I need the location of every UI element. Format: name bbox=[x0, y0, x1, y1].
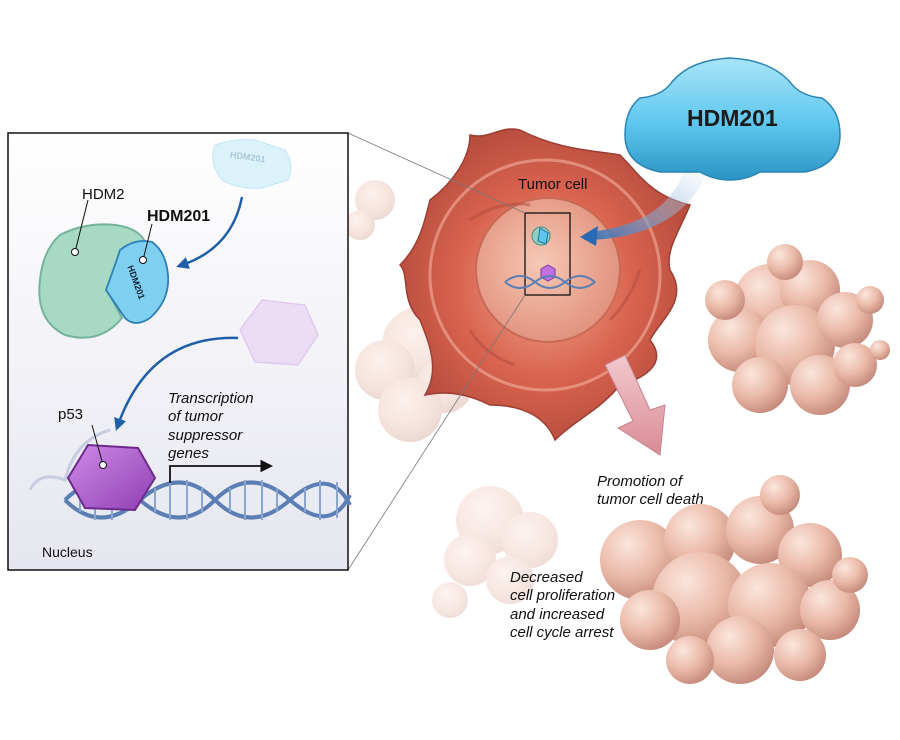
outcome-arrow bbox=[604, 354, 666, 456]
drug-badge bbox=[624, 57, 841, 181]
nucleus-label: Nucleus bbox=[42, 544, 93, 560]
tumor-cluster-bottom-right bbox=[600, 475, 868, 684]
faded-cluster-bottom bbox=[432, 486, 558, 618]
hdm201-label: HDM201 bbox=[147, 208, 211, 225]
p53-label: p53 bbox=[58, 406, 84, 423]
zoom-box bbox=[347, 132, 596, 571]
proliferation-label: Decreased cell proliferation and increas… bbox=[510, 569, 616, 641]
tumor-cluster-right bbox=[705, 244, 890, 415]
drug-badge-label: HDM201 bbox=[687, 105, 778, 131]
transcription-label: Transcription of tumor suppressor genes bbox=[168, 390, 254, 462]
hdm2-label: HDM2 bbox=[82, 186, 125, 203]
tumor-cell-label: Tumor cell bbox=[518, 176, 588, 193]
inset-panel bbox=[7, 132, 352, 571]
cell-death-label: Promotion of tumor cell death bbox=[597, 473, 704, 509]
drug-entry-arrowhead bbox=[580, 226, 598, 246]
